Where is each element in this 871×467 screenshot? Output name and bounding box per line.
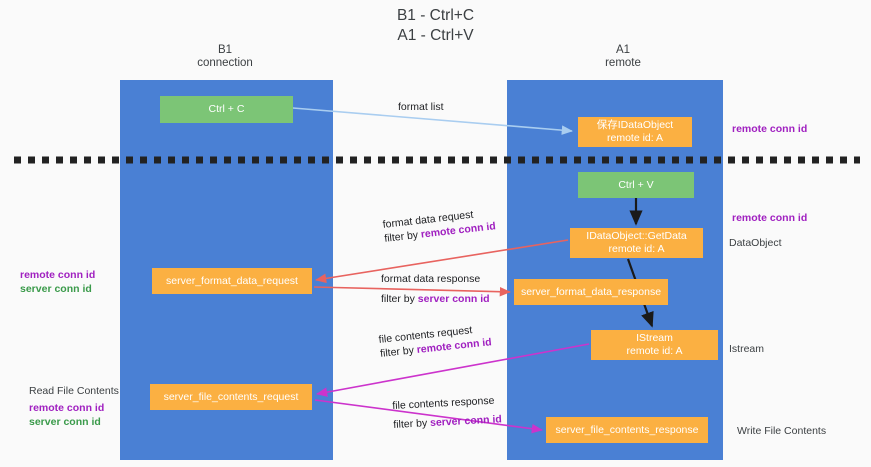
box-server-file-contents-request-label: server_file_contents_request xyxy=(163,390,299,403)
box-istream-line2: remote id: A xyxy=(626,345,683,357)
annotation-write-file-contents: Write File Contents xyxy=(737,424,826,438)
box-save-idataobject-line2: remote id: A xyxy=(606,132,664,144)
annotation-remote-conn-id-mid-text: remote conn id xyxy=(732,212,808,224)
box-ctrl-c[interactable]: Ctrl + C xyxy=(160,96,293,123)
title-line-1: B1 - Ctrl+C xyxy=(396,7,475,24)
annotation-left-bottom-server: server conn id xyxy=(29,416,101,428)
annotation-dataobject-text: DataObject xyxy=(729,237,782,249)
box-server-file-contents-request[interactable]: server_file_contents_request xyxy=(150,384,312,410)
annotation-left-mid-remote: remote conn id xyxy=(20,269,96,281)
annotation-write-file-contents-text: Write File Contents xyxy=(737,425,827,437)
edge-label-format-list-text: format list xyxy=(398,101,444,113)
filter-prefix: filter by xyxy=(381,293,418,305)
box-server-file-contents-response[interactable]: server_file_contents_response xyxy=(546,417,708,443)
edge-label-file-contents-response: file contents response filter by server … xyxy=(392,393,502,432)
lane-header-a1-line2: remote xyxy=(605,57,641,69)
edge-label-file-contents-response-text: file contents response xyxy=(392,394,495,412)
filter-key-server-conn-id: server conn id xyxy=(417,293,490,305)
box-server-file-contents-response-label: server_file_contents_response xyxy=(555,423,699,436)
filter-prefix: filter by xyxy=(379,344,418,360)
edge-label-format-data-response: format data response filter by server co… xyxy=(381,272,490,306)
box-idataobject-getdata-line2: remote id: A xyxy=(608,243,665,255)
filter-prefix: filter by xyxy=(393,417,431,431)
box-server-format-data-request-label: server_format_data_request xyxy=(166,274,298,287)
box-istream-line1: IStream xyxy=(636,332,673,344)
edge-label-file-contents-request: file contents request filter by remote c… xyxy=(378,321,492,361)
box-save-idataobject-line1: 保存IDataObject xyxy=(596,119,674,131)
lane-header-a1: A1 remote xyxy=(548,44,698,70)
annotation-left-bottom-remote: remote conn id xyxy=(29,402,105,414)
title-line-2: A1 - Ctrl+V xyxy=(397,27,474,44)
box-server-format-data-response-label: server_format_data_response xyxy=(520,285,662,298)
edge-label-format-data-request: format data request filter by remote con… xyxy=(382,205,496,246)
annotation-remote-conn-id-mid: remote conn id xyxy=(732,211,807,225)
annotation-istream: Istream xyxy=(729,342,764,356)
annotation-left-read-file-contents: Read File Contents remote conn id server… xyxy=(29,384,154,429)
box-idataobject-getdata[interactable]: IDataObject::GetData remote id: A xyxy=(570,228,703,258)
page-title: B1 - Ctrl+C A1 - Ctrl+V xyxy=(0,6,871,46)
annotation-left-conn-ids-mid: remote conn id server conn id xyxy=(20,268,145,296)
box-server-format-data-request[interactable]: server_format_data_request xyxy=(152,268,312,294)
annotation-left-mid-server: server conn id xyxy=(20,283,92,295)
lane-header-b1: B1 connection xyxy=(150,44,300,70)
edge-label-format-list: format list xyxy=(398,100,444,114)
lane-header-b1-line1: B1 xyxy=(217,44,233,56)
box-istream[interactable]: IStream remote id: A xyxy=(591,330,718,360)
filter-prefix: filter by xyxy=(383,228,422,245)
box-save-idataobject[interactable]: 保存IDataObject remote id: A xyxy=(578,117,692,147)
box-ctrl-v-label: Ctrl + V xyxy=(618,178,654,191)
edge-label-file-contents-response-filter: filter by server conn id xyxy=(393,412,502,432)
annotation-istream-text: Istream xyxy=(729,343,765,355)
lane-header-b1-line2: connection xyxy=(197,57,253,69)
annotation-dataobject: DataObject xyxy=(729,236,782,250)
box-ctrl-v[interactable]: Ctrl + V xyxy=(578,172,694,198)
annotation-remote-conn-id-top: remote conn id xyxy=(732,122,807,136)
annotation-left-bottom-title: Read File Contents xyxy=(29,385,119,397)
lane-header-a1-line1: A1 xyxy=(615,44,631,56)
box-server-format-data-response[interactable]: server_format_data_response xyxy=(514,279,668,305)
annotation-remote-conn-id-top-text: remote conn id xyxy=(732,123,808,135)
edge-label-format-data-response-filter: filter by server conn id xyxy=(381,292,490,306)
box-idataobject-getdata-line1: IDataObject::GetData xyxy=(586,230,687,242)
filter-key-server-conn-id: server conn id xyxy=(429,413,503,430)
box-ctrl-c-label: Ctrl + C xyxy=(208,103,245,115)
edge-label-format-data-response-text: format data response xyxy=(381,273,481,285)
